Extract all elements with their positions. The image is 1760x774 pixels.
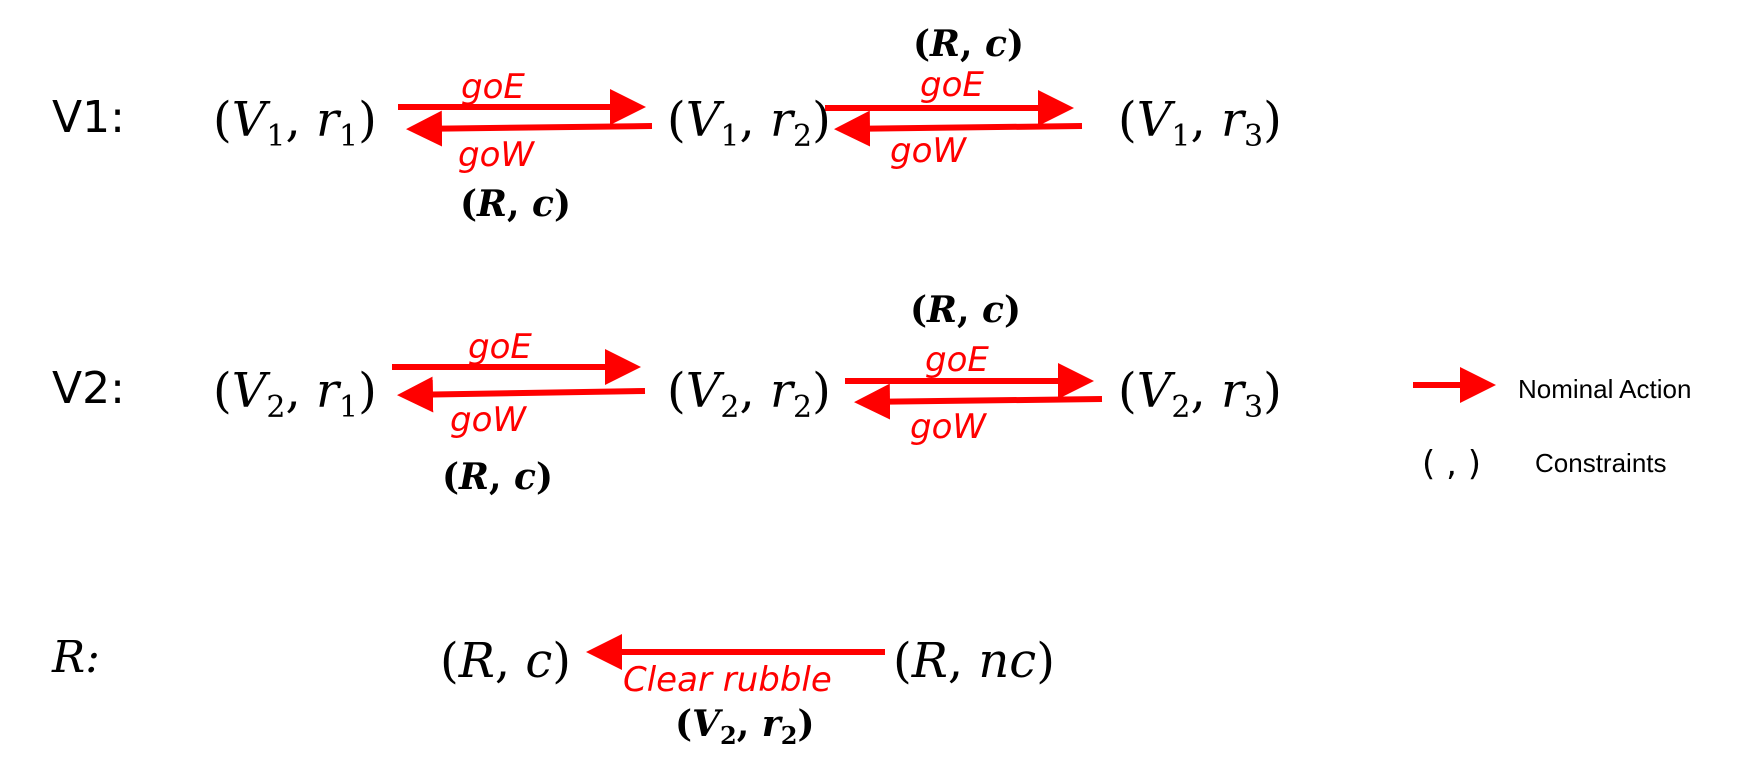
r-clear-rubble-label: Clear rubble [623,660,832,700]
state-r-c: (R, c) [440,633,572,689]
state-v2-r1: (V2, r1) [213,363,377,425]
v2-goE-label-2: goE [925,340,989,380]
v2-constraint-1: (R, c) [442,456,554,498]
v1-goE-label-2: goE [920,65,984,105]
v1-goE-label-1: goE [461,67,525,107]
v2-goW-arrow-1 [397,376,646,413]
state-v1-r2: (V1, r2) [667,92,831,154]
row-label-r: R: [52,632,100,683]
row-label-v1: V1: [52,92,125,143]
legend-nominal-label: Nominal Action [1518,374,1692,404]
state-r-nc: (R, nc) [893,633,1055,689]
state-v2-r3: (V2, r3) [1118,363,1282,425]
v1-goW-arrow-1 [406,110,653,147]
v2-goE-label-1: goE [468,327,532,367]
state-v2-r2: (V2, r2) [667,363,831,425]
v2-goW-label-2: goW [910,407,987,447]
v1-goW-label-2: goW [890,131,967,171]
v1-goW-arrow-2 [834,110,1083,147]
v2-constraint-2: (R, c) [910,289,1022,331]
v2-goW-arrow-2 [854,383,1103,420]
v1-constraint-2: (R, c) [913,23,1025,65]
v2-goW-label-1: goW [450,400,527,440]
state-v1-r3: (V1, r3) [1118,92,1282,154]
legend-constraints-label: Constraints [1535,448,1667,478]
state-v1-r1: (V1, r1) [213,92,377,154]
row-label-v2: V2: [52,363,125,414]
v1-constraint-1: (R, c) [460,183,572,225]
v1-goW-label-1: goW [458,135,535,175]
legend-constraints-symbol: ( , ) [1422,444,1481,484]
r-constraint: (V2, r2) [675,703,815,750]
